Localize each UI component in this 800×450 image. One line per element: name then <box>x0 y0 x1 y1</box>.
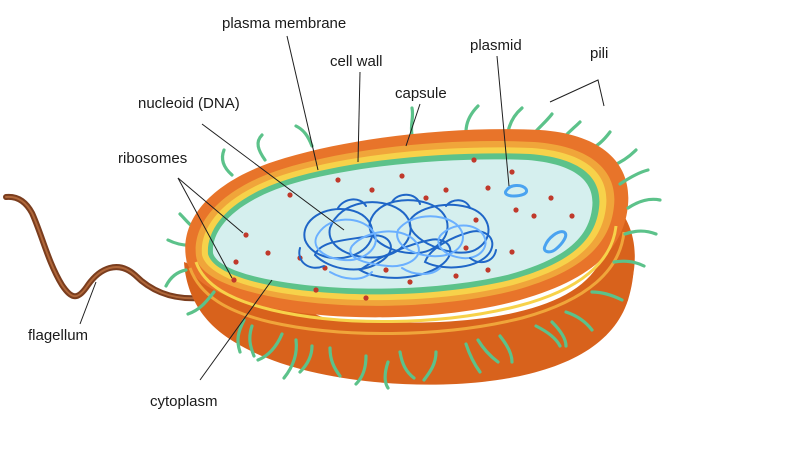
label-cell-wall: cell wall <box>330 53 383 70</box>
ribosome <box>473 217 479 223</box>
labels: plasma membrane cell wall plasmid pili n… <box>28 15 608 410</box>
ribosome <box>363 295 369 301</box>
ribosome <box>548 195 554 201</box>
ribosome <box>369 187 375 193</box>
ribosomes <box>231 157 575 301</box>
ribosome <box>485 185 491 191</box>
plasmids <box>504 184 568 254</box>
ribosome <box>407 279 413 285</box>
cell-body-bottom <box>186 190 634 385</box>
ribosome <box>243 232 249 238</box>
label-capsule: capsule <box>395 85 447 102</box>
label-pili: pili <box>590 45 608 62</box>
leader-pili <box>549 79 605 107</box>
ribosome <box>453 273 459 279</box>
ribosome <box>231 277 237 283</box>
ribosome <box>265 250 271 256</box>
label-cytoplasm: cytoplasm <box>150 393 218 410</box>
flagellum <box>3 193 203 302</box>
side-wall-stripe <box>194 225 618 323</box>
leader-nucleoid <box>201 123 345 231</box>
label-plasmid: plasmid <box>470 37 522 54</box>
ribosome <box>569 213 575 219</box>
ribosome <box>513 207 519 213</box>
leader-cell-wall <box>357 71 361 163</box>
leader-plasmid <box>496 55 510 187</box>
leader-cytoplasm <box>199 279 273 381</box>
ribosome <box>313 287 319 293</box>
ribosome <box>399 173 405 179</box>
leader-ribosomes-2 <box>177 177 233 279</box>
ribosome <box>531 213 537 219</box>
leader-lines <box>79 35 605 381</box>
ribosome <box>463 245 469 251</box>
ribosome <box>485 267 491 273</box>
ribosome <box>443 187 449 193</box>
leader-ribosomes-1 <box>177 177 244 234</box>
ribosome <box>471 157 477 163</box>
leader-capsule <box>405 103 421 147</box>
leader-flagellum <box>79 281 97 325</box>
ribosome <box>287 192 293 198</box>
ribosome <box>335 177 341 183</box>
ribosome <box>509 169 515 175</box>
label-plasma-membrane: plasma membrane <box>222 15 346 32</box>
plasmid-1 <box>504 184 529 198</box>
nucleoid-dna <box>298 193 497 280</box>
label-nucleoid: nucleoid (DNA) <box>138 95 240 112</box>
ribosome <box>509 249 515 255</box>
flagellum-highlight <box>5 195 201 300</box>
ribosome <box>423 195 429 201</box>
ribosome <box>383 267 389 273</box>
side-wall-stripe-2 <box>188 231 626 336</box>
pili-front <box>164 168 662 390</box>
label-flagellum: flagellum <box>28 327 88 344</box>
leader-plasma-membrane <box>286 35 319 171</box>
plasmid-2 <box>542 230 568 254</box>
ribosome <box>233 259 239 265</box>
label-ribosomes: ribosomes <box>118 150 187 167</box>
